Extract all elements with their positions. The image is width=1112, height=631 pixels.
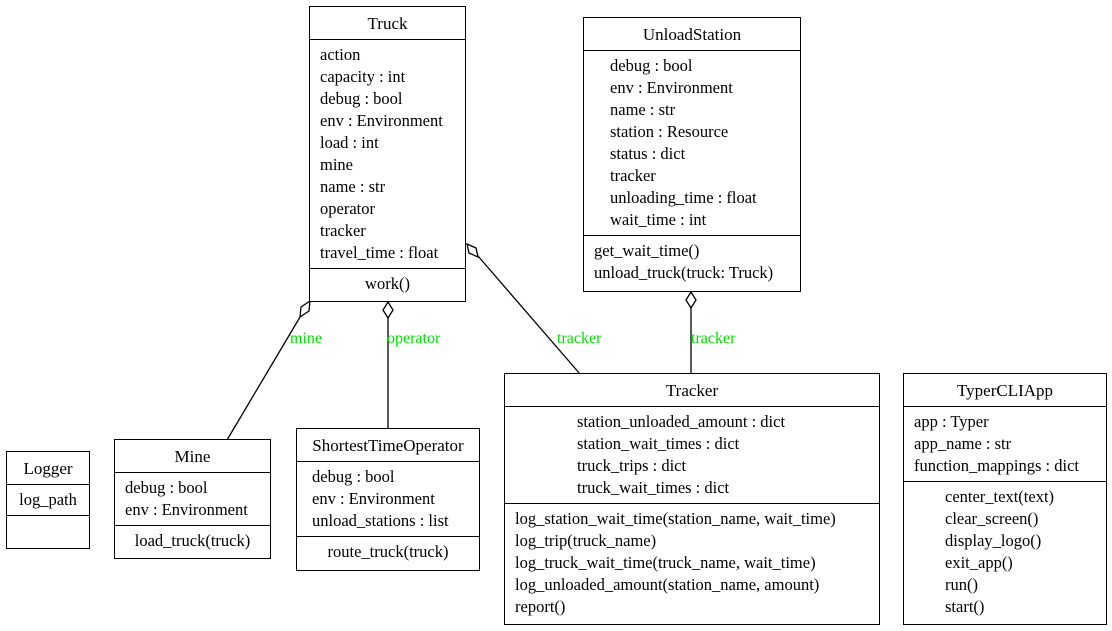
attribute: status : dict: [610, 144, 686, 163]
method: unload_truck(truck: Truck): [594, 263, 774, 282]
methods-section: [7, 515, 89, 546]
aggregation-diamond-tracker-truck: [466, 242, 479, 259]
attribute: tracker: [320, 221, 366, 240]
class-name: ShortestTimeOperator: [297, 429, 479, 462]
attribute: travel_time : float: [320, 243, 439, 262]
attribute: debug : bool: [125, 478, 208, 497]
attribute: wait_time : int: [610, 210, 707, 229]
attributes-section: log_path: [7, 485, 89, 515]
aggregation-diamond-mine: [299, 299, 311, 319]
method: run(): [945, 575, 978, 594]
attribute: env : Environment: [312, 489, 435, 508]
attributes-section: debug : bool env : Environment name : st…: [584, 51, 800, 235]
attribute: name : str: [320, 177, 386, 196]
class-truck: Truck action capacity : int debug : bool…: [309, 6, 466, 302]
attribute: debug : bool: [320, 89, 403, 108]
attribute: app_name : str: [914, 434, 1012, 453]
method: log_trip(truck_name): [515, 531, 657, 550]
attribute: debug : bool: [312, 467, 395, 486]
class-mine: Mine debug : bool env : Environment load…: [114, 439, 271, 559]
attribute: station : Resource: [610, 122, 729, 141]
class-name: Tracker: [505, 374, 879, 407]
attributes-section: station_unloaded_amount : dict station_w…: [505, 407, 879, 503]
methods-section: get_wait_time() unload_truck(truck: Truc…: [584, 235, 800, 288]
method: clear_screen(): [945, 509, 1039, 528]
method: work(): [365, 274, 410, 293]
methods-section: center_text(text) clear_screen() display…: [904, 481, 1106, 622]
attributes-section: debug : bool env : Environment: [115, 473, 270, 525]
attribute: unload_stations : list: [312, 511, 449, 530]
attribute: unloading_time : float: [610, 188, 757, 207]
method: log_truck_wait_time(truck_name, wait_tim…: [515, 553, 816, 572]
attribute: operator: [320, 199, 375, 218]
method: get_wait_time(): [594, 241, 700, 260]
attribute: station_wait_times : dict: [577, 434, 740, 453]
class-tracker: Tracker station_unloaded_amount : dict s…: [504, 373, 880, 625]
method: load_truck(truck): [134, 531, 251, 550]
edge-label-mine: mine: [290, 330, 322, 347]
class-name: Logger: [7, 452, 89, 485]
edge-mine-truck: [226, 311, 304, 441]
aggregation-diamond-tracker-station: [685, 290, 697, 310]
edge-tracker-truck: [477, 255, 581, 375]
method: log_unloaded_amount(station_name, amount…: [515, 575, 820, 594]
class-name: UnloadStation: [584, 18, 800, 51]
method: start(): [945, 597, 985, 616]
aggregation-diamond-operator: [382, 300, 394, 320]
class-name: Mine: [115, 440, 270, 473]
method: display_logo(): [945, 531, 1042, 550]
attribute: mine: [320, 155, 353, 174]
attribute: station_unloaded_amount : dict: [577, 412, 786, 431]
attribute: load : int: [320, 133, 379, 152]
attributes-section: action capacity : int debug : bool env :…: [310, 40, 465, 268]
attribute: debug : bool: [610, 56, 693, 75]
attribute: env : Environment: [320, 111, 443, 130]
methods-section: work(): [310, 268, 465, 299]
method: log_station_wait_time(station_name, wait…: [515, 509, 836, 528]
attribute: env : Environment: [610, 78, 733, 97]
attribute: capacity : int: [320, 67, 406, 86]
attribute: log_path: [19, 490, 77, 509]
edge-label-tracker-truck: tracker: [557, 330, 602, 347]
methods-section: route_truck(truck): [297, 536, 479, 567]
method: center_text(text): [945, 487, 1055, 506]
attribute: truck_wait_times : dict: [577, 478, 730, 497]
method: exit_app(): [945, 553, 1013, 572]
class-shortest-time-operator: ShortestTimeOperator debug : bool env : …: [296, 428, 480, 571]
class-logger: Logger log_path: [6, 451, 90, 549]
attributes-section: app : Typer app_name : str function_mapp…: [904, 407, 1106, 481]
class-name: TyperCLIApp: [904, 374, 1106, 407]
methods-section: load_truck(truck): [115, 525, 270, 556]
edge-label-operator: operator: [387, 330, 441, 347]
class-typer-cli-app: TyperCLIApp app : Typer app_name : str f…: [903, 373, 1107, 625]
attributes-section: debug : bool env : Environment unload_st…: [297, 462, 479, 536]
method: route_truck(truck): [327, 542, 449, 561]
attribute: app : Typer: [914, 412, 989, 431]
attribute: truck_trips : dict: [577, 456, 687, 475]
methods-section: log_station_wait_time(station_name, wait…: [505, 503, 879, 622]
attribute: env : Environment: [125, 500, 248, 519]
attribute: tracker: [610, 166, 656, 185]
attribute: function_mappings : dict: [914, 456, 1079, 475]
class-name: Truck: [310, 7, 465, 40]
class-unload-station: UnloadStation debug : bool env : Environ…: [583, 17, 801, 292]
attribute: name : str: [610, 100, 676, 119]
edge-label-tracker-station: tracker: [691, 330, 736, 347]
method: report(): [515, 597, 566, 616]
attribute: action: [320, 45, 361, 64]
